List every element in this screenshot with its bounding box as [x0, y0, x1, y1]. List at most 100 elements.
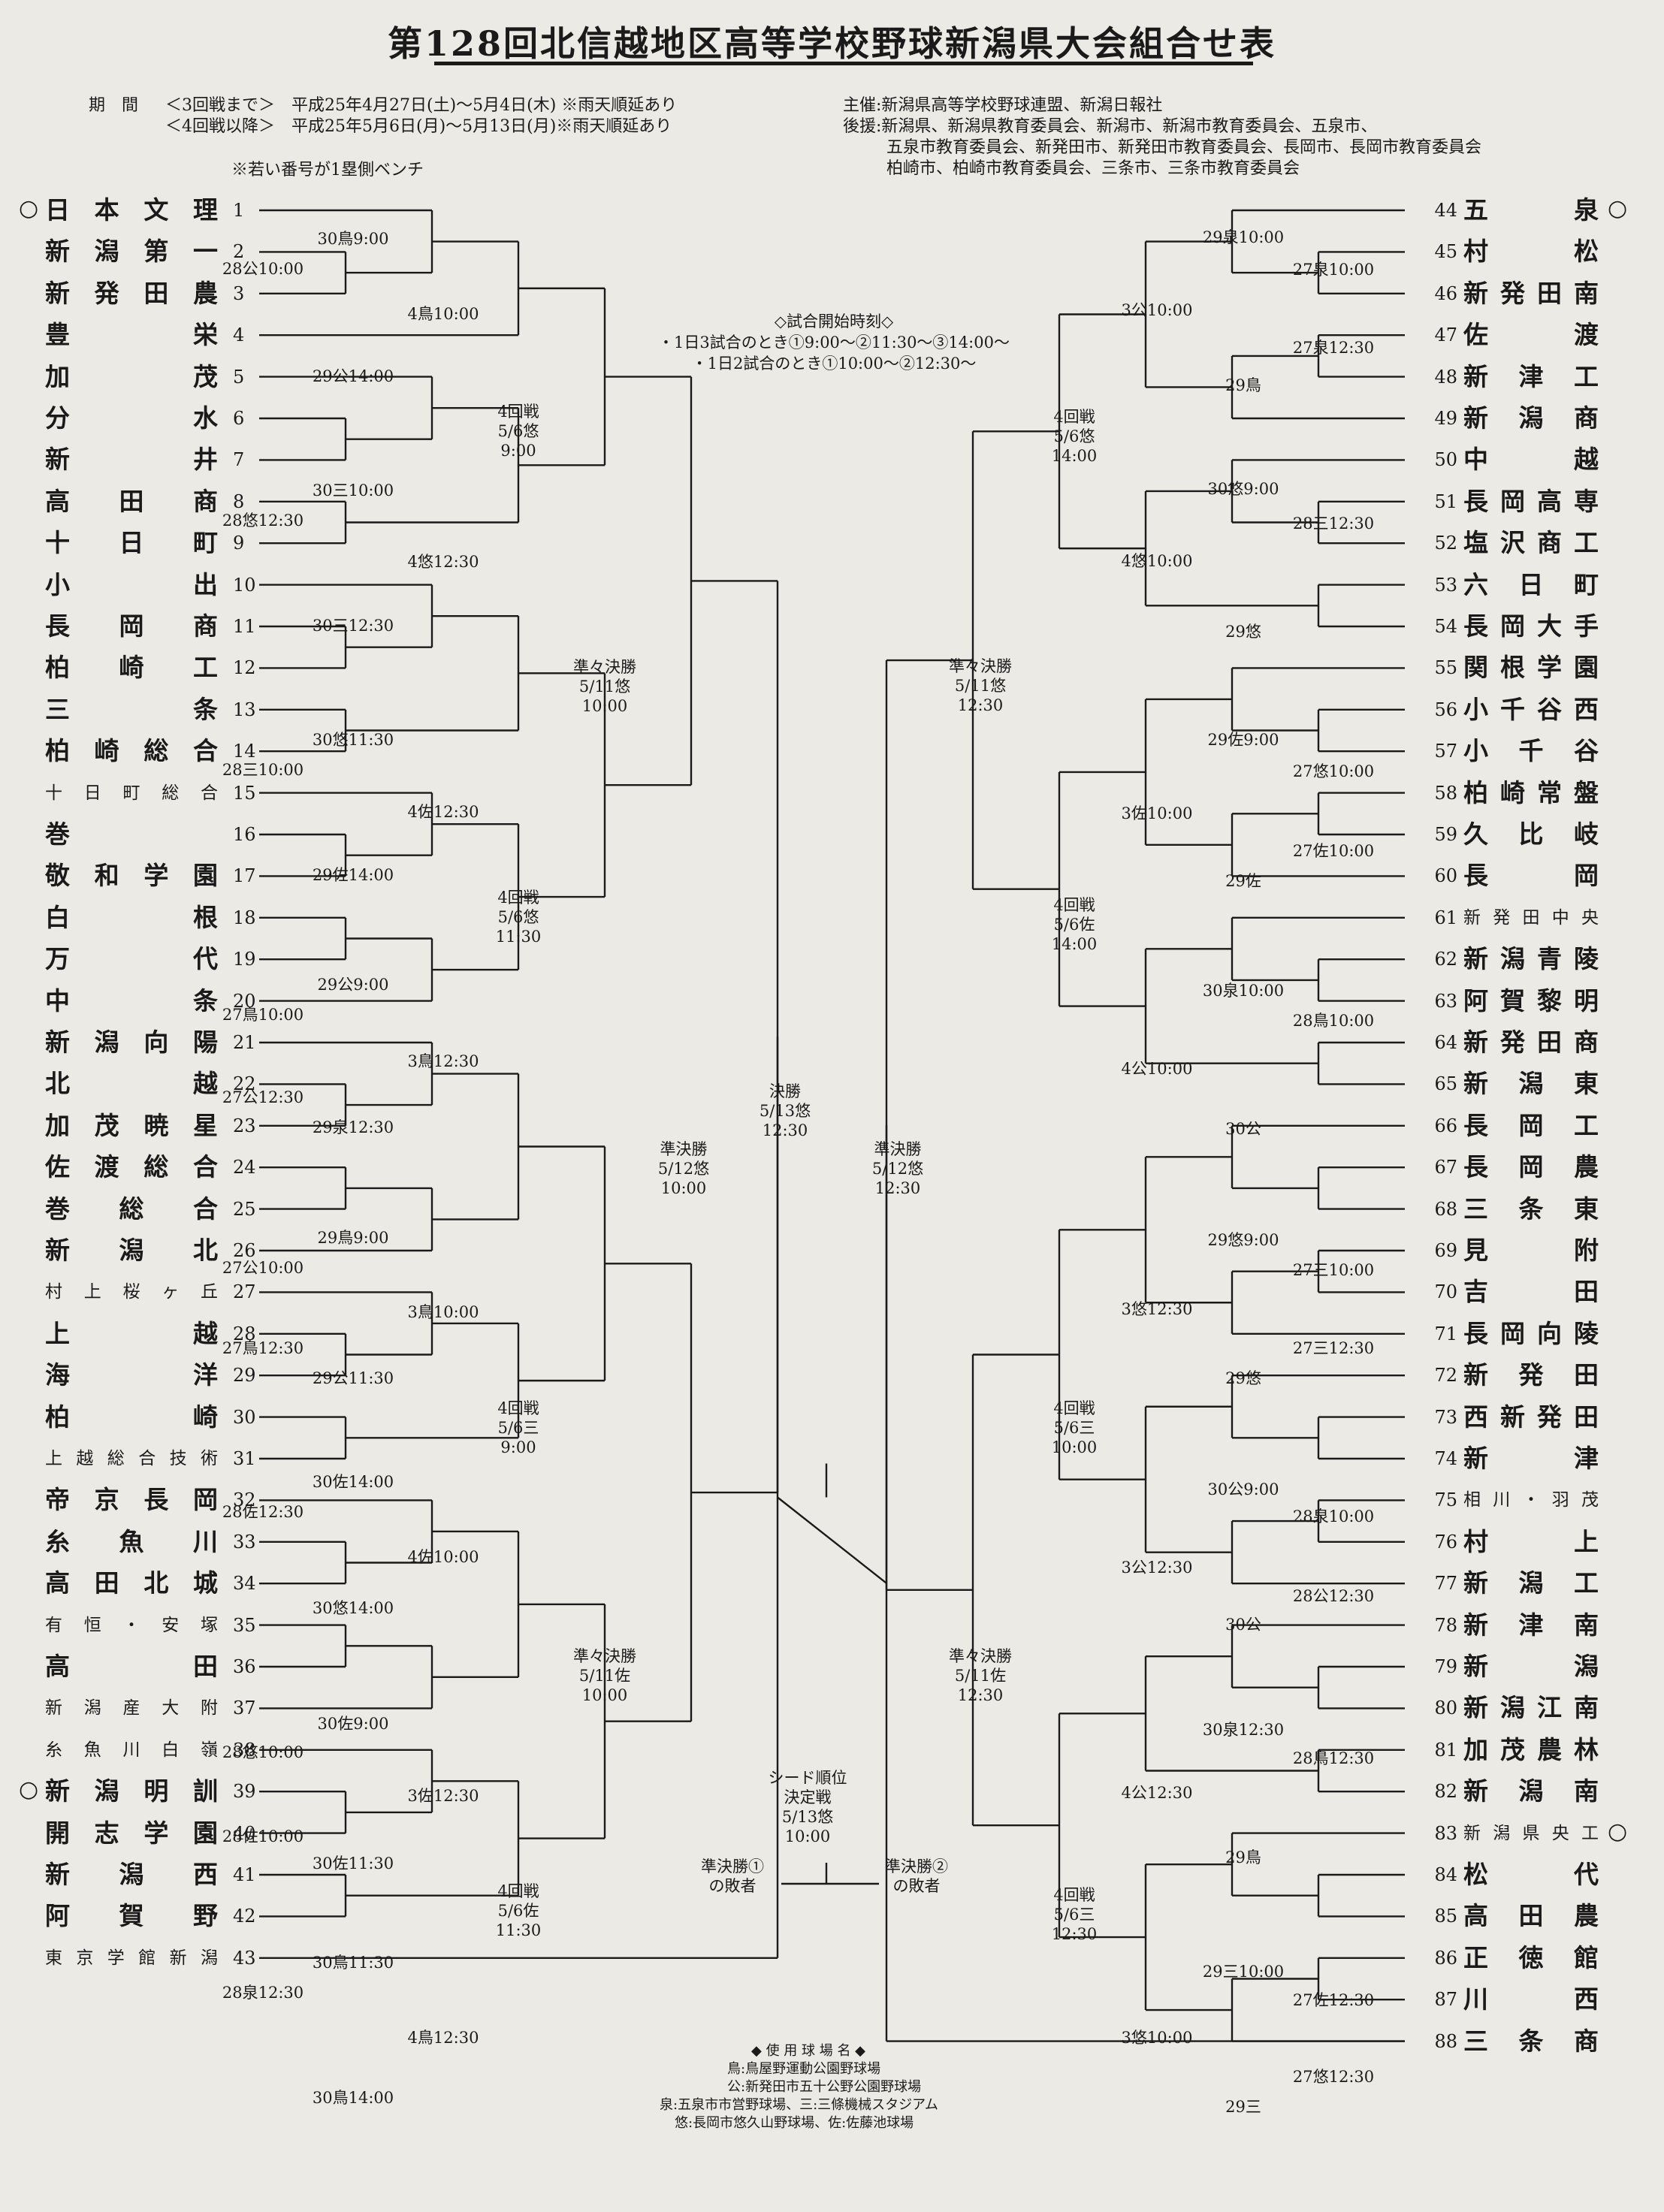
team-number: 12 — [233, 657, 256, 679]
team-name: 三条東 — [1463, 1194, 1599, 1224]
team-number: 86 — [1434, 1947, 1457, 1969]
team-name: 松代 — [1463, 1860, 1599, 1889]
match-label: 30佐9:00 — [317, 1715, 389, 1733]
team-number: 52 — [1434, 533, 1457, 554]
team-name: 加茂農林 — [1463, 1734, 1599, 1764]
page-title: 第128回北信越地区高等学校野球新潟県大会組合せ表 — [387, 23, 1277, 64]
team-number: 44 — [1434, 200, 1457, 221]
team-number: 78 — [1434, 1614, 1457, 1636]
team-number: 36 — [233, 1656, 256, 1677]
team-number: 77 — [1434, 1573, 1457, 1595]
team-number: 41 — [233, 1864, 256, 1885]
schedule-line-2: ・1日2試合のとき①10:00～②12:30～ — [691, 355, 977, 373]
team-name: 新潟向陽 — [45, 1028, 218, 1057]
team-number: 87 — [1434, 1989, 1457, 2011]
match-label: 29悠9:00 — [1207, 1231, 1279, 1249]
team-number: 2 — [233, 241, 245, 263]
match-label: 27公10:00 — [222, 1259, 304, 1277]
team-name: 北越 — [45, 1069, 218, 1099]
match-label: 28公12:30 — [1292, 1587, 1375, 1605]
team-name: 小千谷 — [1463, 736, 1599, 766]
team-name: 海洋 — [45, 1360, 218, 1390]
team-number: 9 — [233, 533, 245, 554]
support-line-2: 五泉市教育委員会、新発田市、新発田市教育委員会、長岡市、長岡市教育委員会 — [886, 138, 1482, 157]
match-label: 29公11:30 — [312, 1369, 394, 1387]
match-label: 29泉10:00 — [1202, 228, 1285, 246]
match-label: 30鳥11:30 — [312, 1954, 394, 1972]
bench-note: ※若い番号が1塁側ベンチ — [231, 161, 424, 180]
team-name: 新津南 — [1463, 1610, 1599, 1640]
team-name: 新潟第一 — [45, 237, 218, 267]
team-name: 高田農 — [1463, 1901, 1599, 1931]
team-number: 75 — [1434, 1489, 1457, 1511]
team-name: 高田北城 — [45, 1568, 218, 1598]
match-label: 3公10:00 — [1121, 301, 1193, 319]
team-number: 3 — [233, 282, 245, 304]
seed-mark: ○ — [19, 1776, 39, 1803]
support-line-3: 柏崎市、柏崎市教育委員会、三条市、三条市教育委員会 — [886, 159, 1300, 178]
match-label: 29泉12:30 — [312, 1118, 394, 1136]
team-number: 82 — [1434, 1781, 1457, 1803]
team-number: 13 — [233, 699, 256, 720]
team-number: 15 — [233, 782, 256, 804]
team-name: 見附 — [1463, 1236, 1599, 1265]
team-number: 59 — [1434, 824, 1457, 845]
team-name: 敬和学園 — [45, 861, 218, 891]
team-name: 新潟南 — [1463, 1776, 1599, 1806]
team-number: 53 — [1434, 574, 1457, 596]
team-number: 26 — [233, 1240, 256, 1261]
team-name: 正徳館 — [1463, 1942, 1599, 1972]
team-name: 中条 — [45, 985, 218, 1015]
team-number: 38 — [233, 1739, 256, 1761]
team-name: 六日町 — [1463, 569, 1599, 599]
match-label: 27三10:00 — [1292, 1261, 1375, 1279]
team-name: 新潟商 — [1463, 403, 1599, 433]
team-name: 塩沢商工 — [1463, 528, 1599, 558]
team-name: 長岡農 — [1463, 1152, 1599, 1182]
match-label: 30泉10:00 — [1202, 982, 1285, 1000]
seed-mark: ○ — [1608, 1818, 1628, 1845]
match-label: 30公9:00 — [1207, 1480, 1279, 1498]
team-number: 22 — [233, 1073, 256, 1095]
match-label: 30三10:00 — [312, 481, 394, 499]
match-label: 28佐10:00 — [222, 1827, 304, 1845]
team-name: 加茂暁星 — [45, 1110, 218, 1140]
seed-mark: ○ — [19, 195, 39, 222]
team-name: 柏崎総合 — [45, 736, 218, 766]
team-name: 久比岐 — [1463, 819, 1599, 849]
team-number: 40 — [233, 1822, 256, 1844]
team-number: 17 — [233, 865, 256, 887]
team-number: 67 — [1434, 1157, 1457, 1178]
team-name: 新潟県央工 — [1463, 1823, 1599, 1843]
team-number: 58 — [1434, 782, 1457, 804]
team-number: 60 — [1434, 865, 1457, 887]
team-number: 16 — [233, 824, 256, 845]
team-name: 万代 — [45, 944, 218, 974]
team-number: 10 — [233, 574, 256, 596]
team-number: 27 — [233, 1281, 256, 1303]
team-name: 豊栄 — [45, 320, 218, 350]
venue-line-2: 公:新発田市五十公野公園野球場 — [727, 2079, 922, 2095]
team-name: 小出 — [45, 569, 218, 599]
match-label: 4公12:30 — [1121, 1784, 1193, 1802]
team-number: 85 — [1434, 1906, 1457, 1927]
team-number: 34 — [233, 1573, 256, 1595]
team-name: 新潟西 — [45, 1860, 218, 1889]
team-number: 88 — [1434, 2030, 1457, 2052]
team-name: 新潟産大附 — [45, 1698, 218, 1719]
match-label: 27三12:30 — [1292, 1339, 1375, 1357]
team-name: 長岡商 — [45, 611, 218, 641]
match-label: 28公10:00 — [222, 260, 304, 278]
team-number: 42 — [233, 1906, 256, 1927]
period-label: 期 間 — [89, 96, 139, 115]
team-number: 5 — [233, 366, 245, 388]
team-number: 8 — [233, 490, 245, 512]
team-name: 三条商 — [1463, 2026, 1599, 2056]
team-number: 37 — [233, 1697, 256, 1719]
team-number: 80 — [1434, 1697, 1457, 1719]
team-name: 新潟 — [1463, 1652, 1599, 1681]
team-name: 柏崎常盤 — [1463, 777, 1599, 807]
match-label: 4悠12:30 — [407, 553, 479, 571]
